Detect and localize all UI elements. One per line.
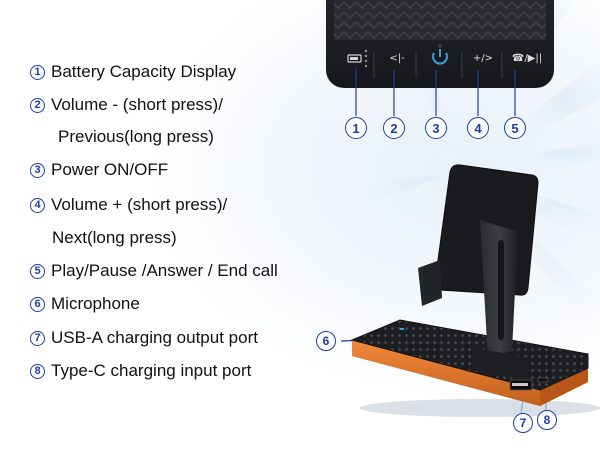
feature-label: Type-C charging input port: [51, 361, 252, 380]
feature-number: 5: [30, 263, 45, 279]
battery-level-leds: [364, 49, 368, 68]
feature-number: 4: [30, 197, 45, 213]
type-c-port: [537, 377, 549, 383]
feature-number: 6: [30, 296, 45, 312]
callout-4: 4: [467, 117, 489, 139]
callout-6: 6: [316, 331, 336, 351]
speaker-grille-holes: [350, 319, 589, 391]
feature-list: 1 Battery Capacity Display 2 Volume - (s…: [30, 0, 330, 450]
feature-label-continuation: Next(long press): [52, 228, 177, 247]
callout-3: 3: [425, 117, 447, 139]
feature-item-type-c: 8 Type-C charging input port: [30, 359, 251, 383]
feature-item-power: 3 Power ON/OFF: [30, 158, 168, 182]
feature-item-usb-a: 7 USB-A charging output port: [30, 326, 258, 350]
feature-number: 2: [30, 97, 45, 113]
battery-icon: [347, 54, 362, 63]
prev-icon[interactable]: <|-: [389, 53, 405, 64]
feature-label: USB-A charging output port: [51, 328, 258, 347]
feature-item-battery: 1 Battery Capacity Display: [30, 60, 236, 84]
feature-label: Power ON/OFF: [51, 160, 169, 179]
feature-number: 1: [30, 64, 45, 80]
play-pause-call-icon[interactable]: ☎/▶||: [511, 53, 543, 64]
feature-item-play-pause: 5 Play/Pause /Answer / End call: [30, 259, 278, 283]
feature-label-continuation: Previous(long press): [58, 127, 214, 146]
feature-number: 7: [30, 330, 45, 346]
feature-number: 8: [30, 363, 45, 379]
next-icon[interactable]: +/>: [472, 53, 494, 64]
feature-number: 3: [30, 162, 45, 178]
callout-7: 7: [513, 413, 533, 433]
feature-item-volume-up: 4 Volume + (short press)/: [30, 193, 227, 217]
callout-8: 8: [537, 410, 557, 430]
power-icon[interactable]: [432, 49, 448, 65]
feature-label: Volume - (short press)/: [51, 95, 223, 114]
microphone-icon: [400, 328, 404, 330]
callout-1: 1: [345, 117, 367, 139]
feature-item-volume-down: 2 Volume - (short press)/: [30, 93, 223, 117]
feature-label: Play/Pause /Answer / End call: [51, 261, 278, 280]
feature-label: Battery Capacity Display: [51, 62, 237, 81]
callout-5: 5: [504, 117, 526, 139]
feature-label: Microphone: [51, 294, 140, 313]
feature-label: Volume + (short press)/: [51, 195, 228, 214]
phone-stand-speaker-image: [350, 164, 600, 417]
device-button-panel: [326, 0, 554, 88]
callout-2: 2: [383, 117, 405, 139]
feature-item-microphone: 6 Microphone: [30, 292, 140, 316]
speaker-grille: [334, 0, 546, 40]
